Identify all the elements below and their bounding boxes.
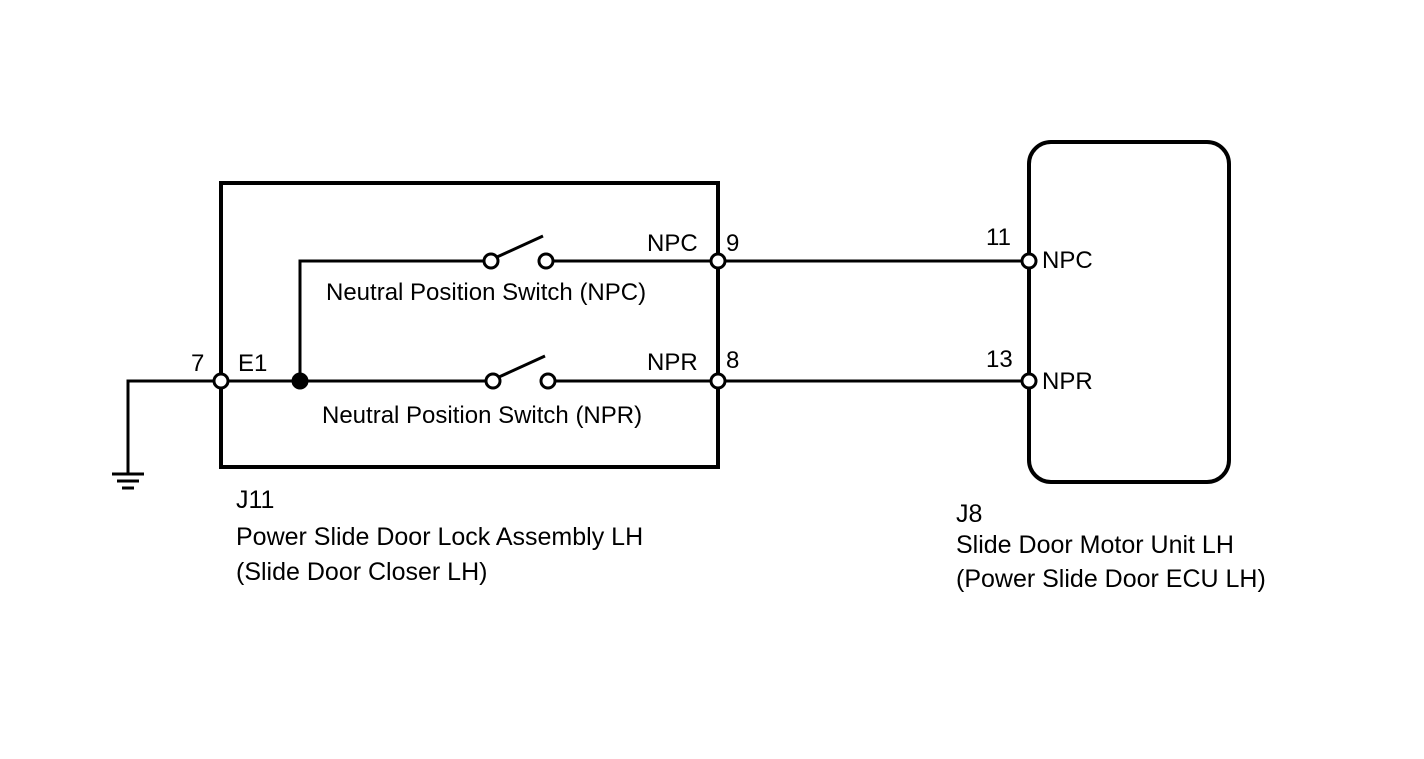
npr-switch-icon bbox=[484, 354, 557, 390]
npr-switch-label: Neutral Position Switch (NPR) bbox=[322, 402, 642, 429]
j11-terminal-7 bbox=[212, 372, 230, 390]
j8-terminal-13 bbox=[1020, 372, 1038, 390]
j8-component-alt-name: (Power Slide Door ECU LH) bbox=[956, 565, 1266, 593]
j11-npr-terminal-name: NPR bbox=[647, 349, 698, 376]
j11-component-name: Power Slide Door Lock Assembly LH bbox=[236, 523, 643, 551]
j11-npr-pin-number: 8 bbox=[726, 347, 739, 374]
npc-switch-label: Neutral Position Switch (NPC) bbox=[326, 279, 646, 306]
j11-npc-pin-number: 9 bbox=[726, 230, 739, 257]
j8-npr-terminal-name: NPR bbox=[1042, 368, 1093, 395]
junction-dot bbox=[291, 372, 309, 390]
j11-component-alt-name: (Slide Door Closer LH) bbox=[236, 558, 487, 586]
j11-component-box bbox=[219, 181, 720, 469]
ground-icon bbox=[112, 379, 221, 490]
j8-npc-terminal-name: NPC bbox=[1042, 247, 1093, 274]
npc-switch-icon bbox=[482, 234, 555, 270]
npc-branch-wire bbox=[298, 259, 485, 381]
j8-connector-id: J8 bbox=[956, 500, 982, 528]
j8-npc-pin-number: 11 bbox=[986, 224, 1011, 251]
j8-component-box bbox=[1027, 140, 1231, 484]
j11-connector-id: J11 bbox=[236, 486, 274, 514]
j11-e1-pin-number: 7 bbox=[191, 350, 204, 377]
j8-npr-pin-number: 13 bbox=[986, 346, 1013, 373]
j11-e1-terminal-name: E1 bbox=[238, 350, 267, 377]
j11-terminal-8 bbox=[709, 372, 727, 390]
j8-terminal-11 bbox=[1020, 252, 1038, 270]
j11-terminal-9 bbox=[709, 252, 727, 270]
j8-component-name: Slide Door Motor Unit LH bbox=[956, 531, 1234, 559]
j11-npc-terminal-name: NPC bbox=[647, 230, 698, 257]
